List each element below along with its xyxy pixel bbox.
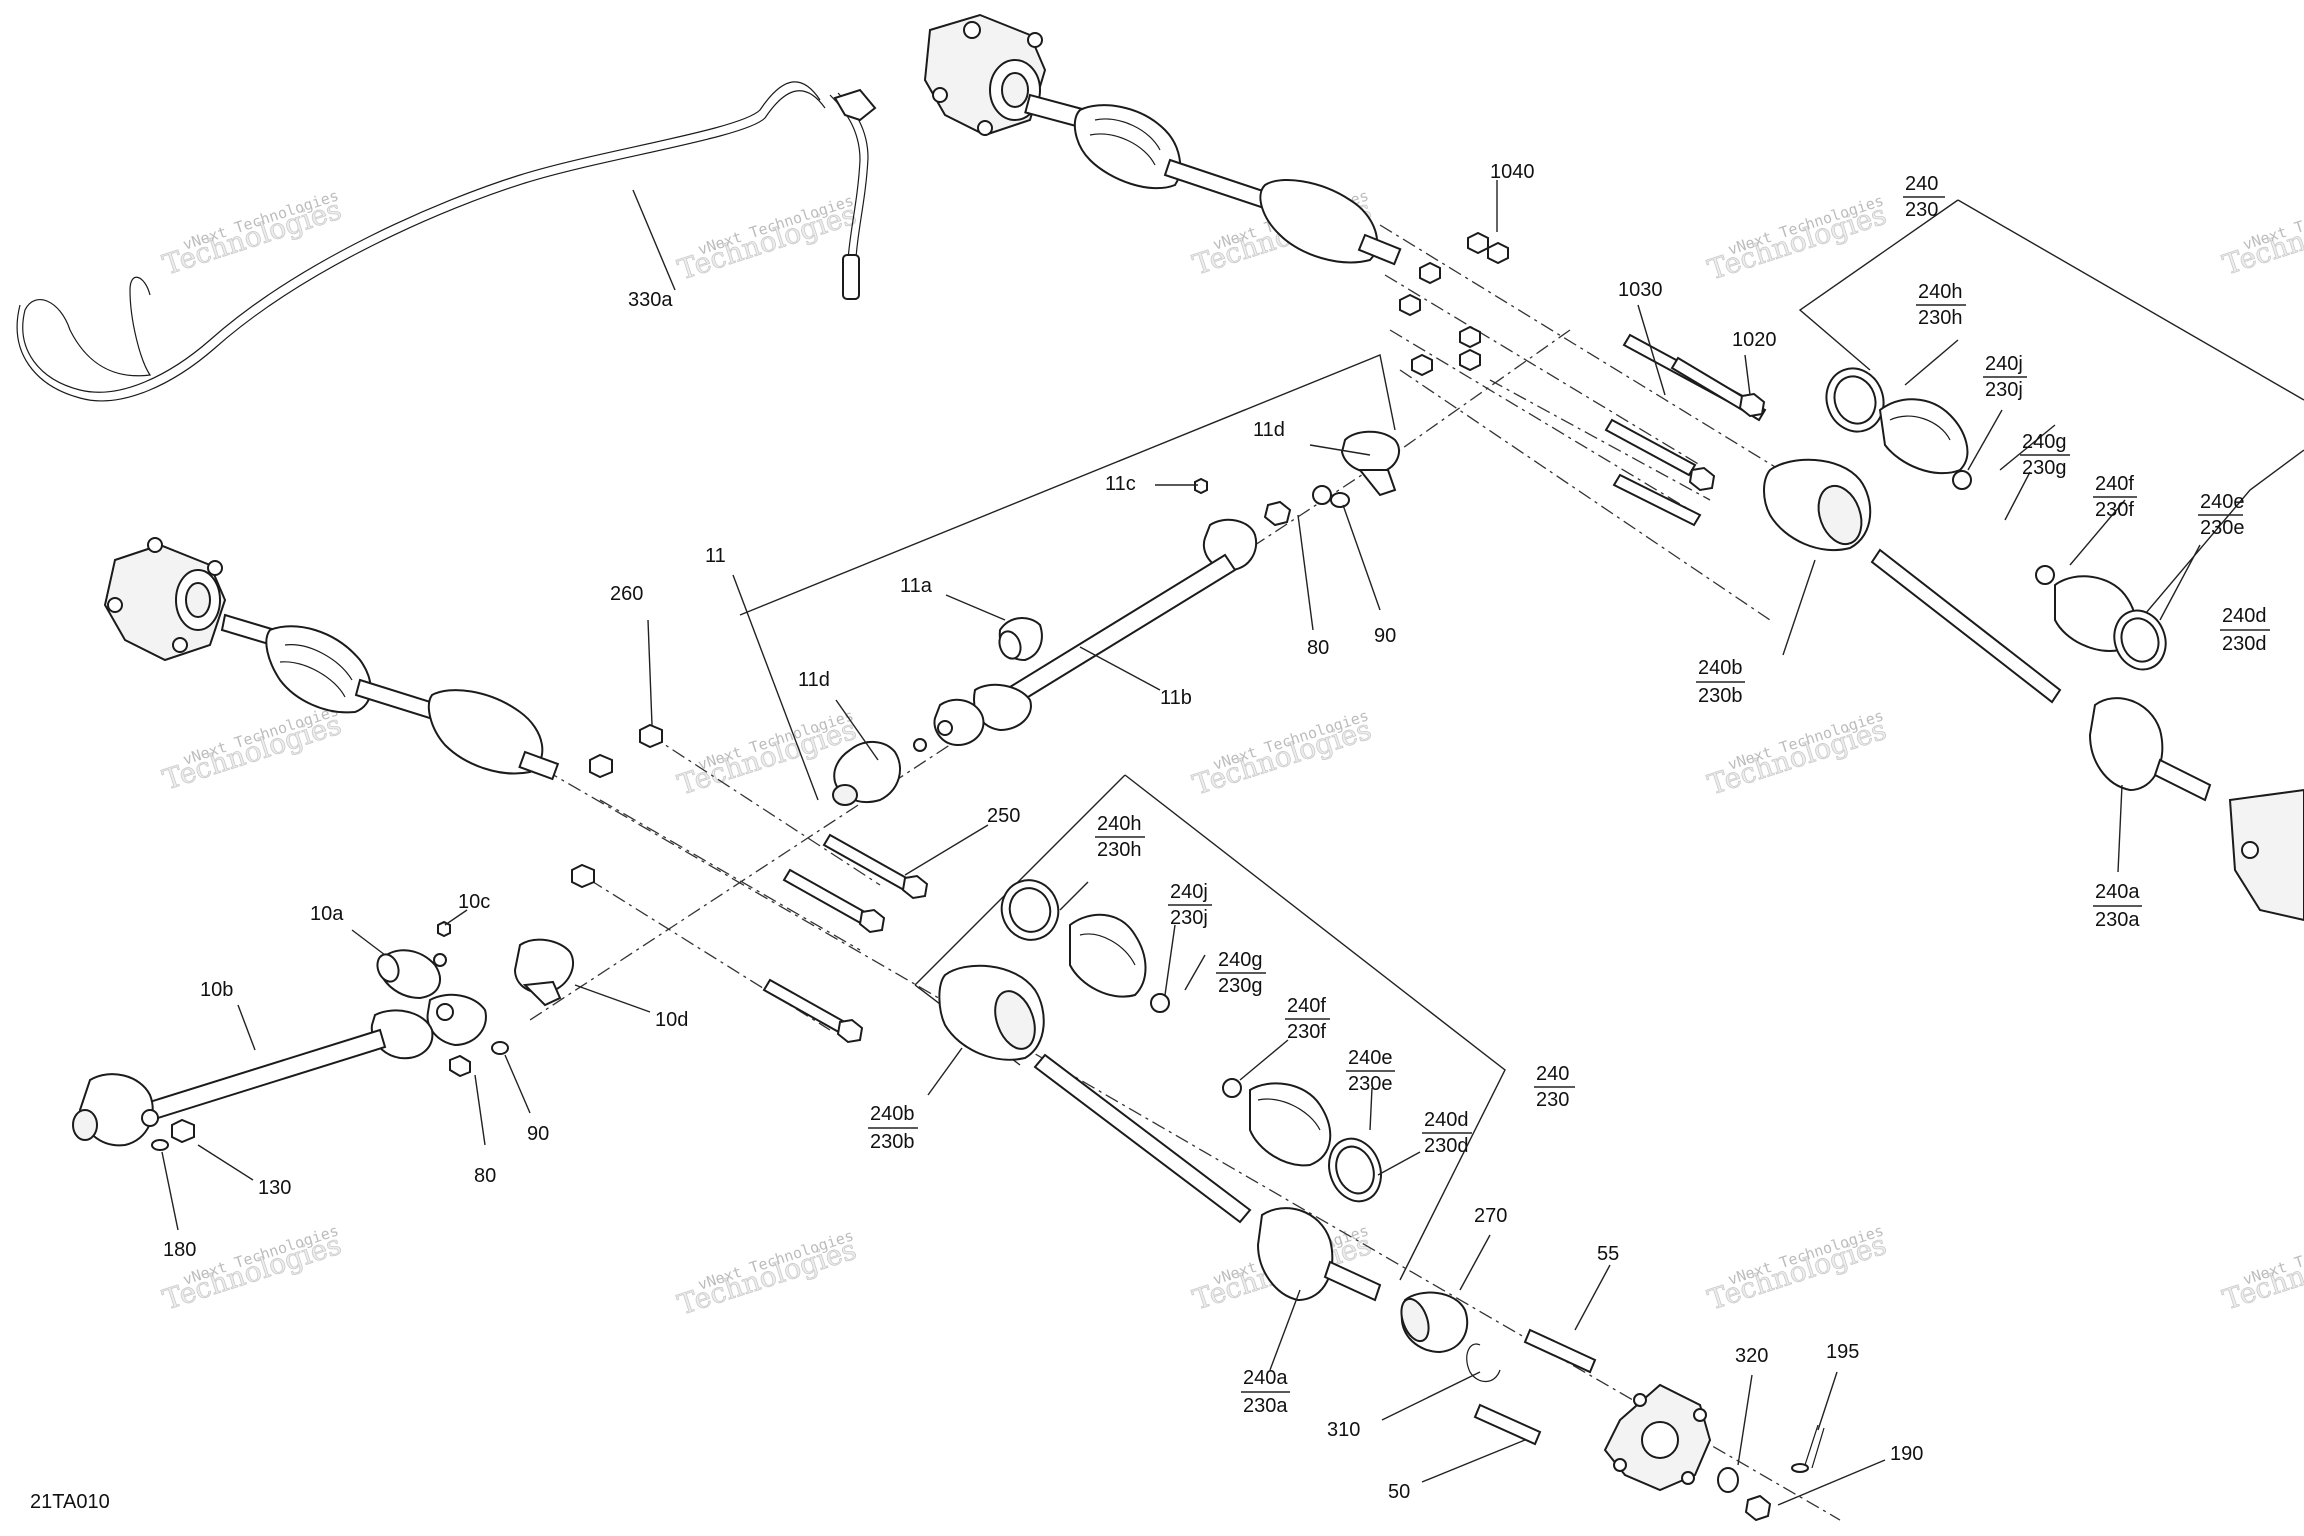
callout-240-bot: 240 [1536, 1063, 1569, 1085]
callout-240f-top: 240f [2095, 473, 2134, 495]
watermark: Technologies vNext Technologies [158, 1221, 345, 1316]
callout-320: 320 [1735, 1345, 1768, 1367]
watermark: Technologies vNext Technologies [1703, 706, 1890, 801]
callout-230h-bot: 230h [1097, 839, 1142, 861]
callout-240g-bot: 240g [1218, 949, 1263, 971]
watermark: Technologies vNext Technologies [1703, 1221, 1890, 1316]
top-drive-shaft [923, 13, 1402, 266]
top-fasteners [1399, 231, 1767, 527]
callout-labels: 330a 1040 1030 1020 240 230 240h 230h 24… [163, 161, 2270, 1503]
callout-240b-bot: 240b [870, 1103, 915, 1125]
watermark: Technologies vNext Technologies [2218, 186, 2304, 281]
callout-230a-top: 230a [2095, 909, 2140, 931]
callout-80-bot: 80 [474, 1165, 496, 1187]
callout-230e-top: 230e [2200, 517, 2245, 539]
watermark: Technologies vNext Technologies [673, 191, 860, 286]
callout-270: 270 [1474, 1205, 1507, 1227]
right-cv-kit-box [1763, 199, 2304, 922]
callout-11d-top: 11d [1253, 419, 1285, 441]
callout-90-top: 90 [1374, 625, 1396, 647]
callout-190: 190 [1890, 1443, 1923, 1465]
callout-240j-bot: 240j [1170, 881, 1208, 903]
callout-10b: 10b [200, 979, 233, 1001]
callout-230e-bot: 230e [1348, 1073, 1393, 1095]
callout-240h-top: 240h [1918, 281, 1963, 303]
leader-lines [161, 180, 2201, 1506]
watermark: Technologies vNext Technologies [673, 1226, 860, 1321]
callout-330a: 330a [628, 289, 673, 311]
callout-240h-bot: 240h [1097, 813, 1142, 835]
callout-130: 130 [258, 1177, 291, 1199]
callout-50: 50 [1388, 1481, 1410, 1503]
callout-230j-top: 230j [1985, 379, 2023, 401]
callout-260: 260 [610, 583, 643, 605]
callout-230d-top: 230d [2222, 633, 2267, 655]
callout-1030: 1030 [1618, 279, 1663, 301]
callout-11d-mid: 11d [798, 669, 830, 691]
callout-11: 11 [705, 545, 726, 567]
callout-230g-top: 230g [2022, 457, 2067, 479]
callout-230-top: 230 [1905, 199, 1938, 221]
callout-10a: 10a [310, 903, 344, 925]
assembly-axes [529, 224, 1841, 1521]
callout-230d-bot: 230d [1424, 1135, 1469, 1157]
callout-230f-top: 230f [2095, 499, 2134, 521]
callout-240e-bot: 240e [1348, 1047, 1393, 1069]
callout-240-top: 240 [1905, 173, 1938, 195]
callout-240d-top: 240d [2222, 605, 2267, 627]
callout-240e-top: 240e [2200, 491, 2245, 513]
callout-10d: 10d [655, 1009, 688, 1031]
callout-250: 250 [987, 805, 1020, 827]
callout-1040: 1040 [1490, 161, 1535, 183]
wheel-hub-assembly [1400, 1291, 1825, 1522]
top-knuckle [923, 13, 1047, 137]
callout-55: 55 [1597, 1243, 1619, 1265]
left-fasteners [571, 723, 929, 1044]
callout-11c: 11c [1105, 473, 1136, 495]
lower-cv-kit-box [914, 774, 1506, 1302]
callout-80-top: 80 [1307, 637, 1329, 659]
callout-1020: 1020 [1732, 329, 1777, 351]
callout-11a: 11a [900, 575, 933, 597]
callout-230b-bot: 230b [870, 1131, 915, 1153]
callout-11b: 11b [1160, 687, 1192, 709]
prop-shaft-10 [72, 920, 575, 1151]
prop-shaft-11 [739, 354, 1400, 806]
watermark: Technologies vNext Technologies [158, 186, 345, 281]
callout-230a-bot: 230a [1243, 1395, 1288, 1417]
callout-240j-top: 240j [1985, 353, 2023, 375]
callout-195: 195 [1826, 1341, 1859, 1363]
callout-90-bot: 90 [527, 1123, 549, 1145]
callout-180: 180 [163, 1239, 196, 1261]
callout-240d-bot: 240d [1424, 1109, 1469, 1131]
watermark: Technologies vNext Technologies [158, 701, 345, 796]
brake-line-330a [16, 81, 877, 402]
callout-10c: 10c [458, 891, 490, 913]
callout-240a-top: 240a [2095, 881, 2140, 903]
watermark: Technologies vNext Technologies [2218, 1221, 2304, 1316]
callout-240a-bot: 240a [1243, 1367, 1288, 1389]
diagram-code: 21TA010 [30, 1491, 110, 1513]
callout-310: 310 [1327, 1419, 1360, 1441]
watermark: Technologies vNext Technologies [673, 706, 860, 801]
callout-240b-top: 240b [1698, 657, 1743, 679]
callout-240g-top: 240g [2022, 431, 2067, 453]
watermark: Technologies vNext Technologies [1188, 706, 1375, 801]
callout-230h-top: 230h [1918, 307, 1963, 329]
callout-230f-bot: 230f [1287, 1021, 1326, 1043]
callout-230b-top: 230b [1698, 685, 1743, 707]
watermark: Technologies vNext Technologies [1703, 191, 1890, 286]
callout-240f-bot: 240f [1287, 995, 1326, 1017]
callout-230g-bot: 230g [1218, 975, 1263, 997]
left-drive-shaft [103, 537, 560, 781]
callout-230j-bot: 230j [1170, 907, 1208, 929]
callout-230-bot: 230 [1536, 1089, 1569, 1111]
